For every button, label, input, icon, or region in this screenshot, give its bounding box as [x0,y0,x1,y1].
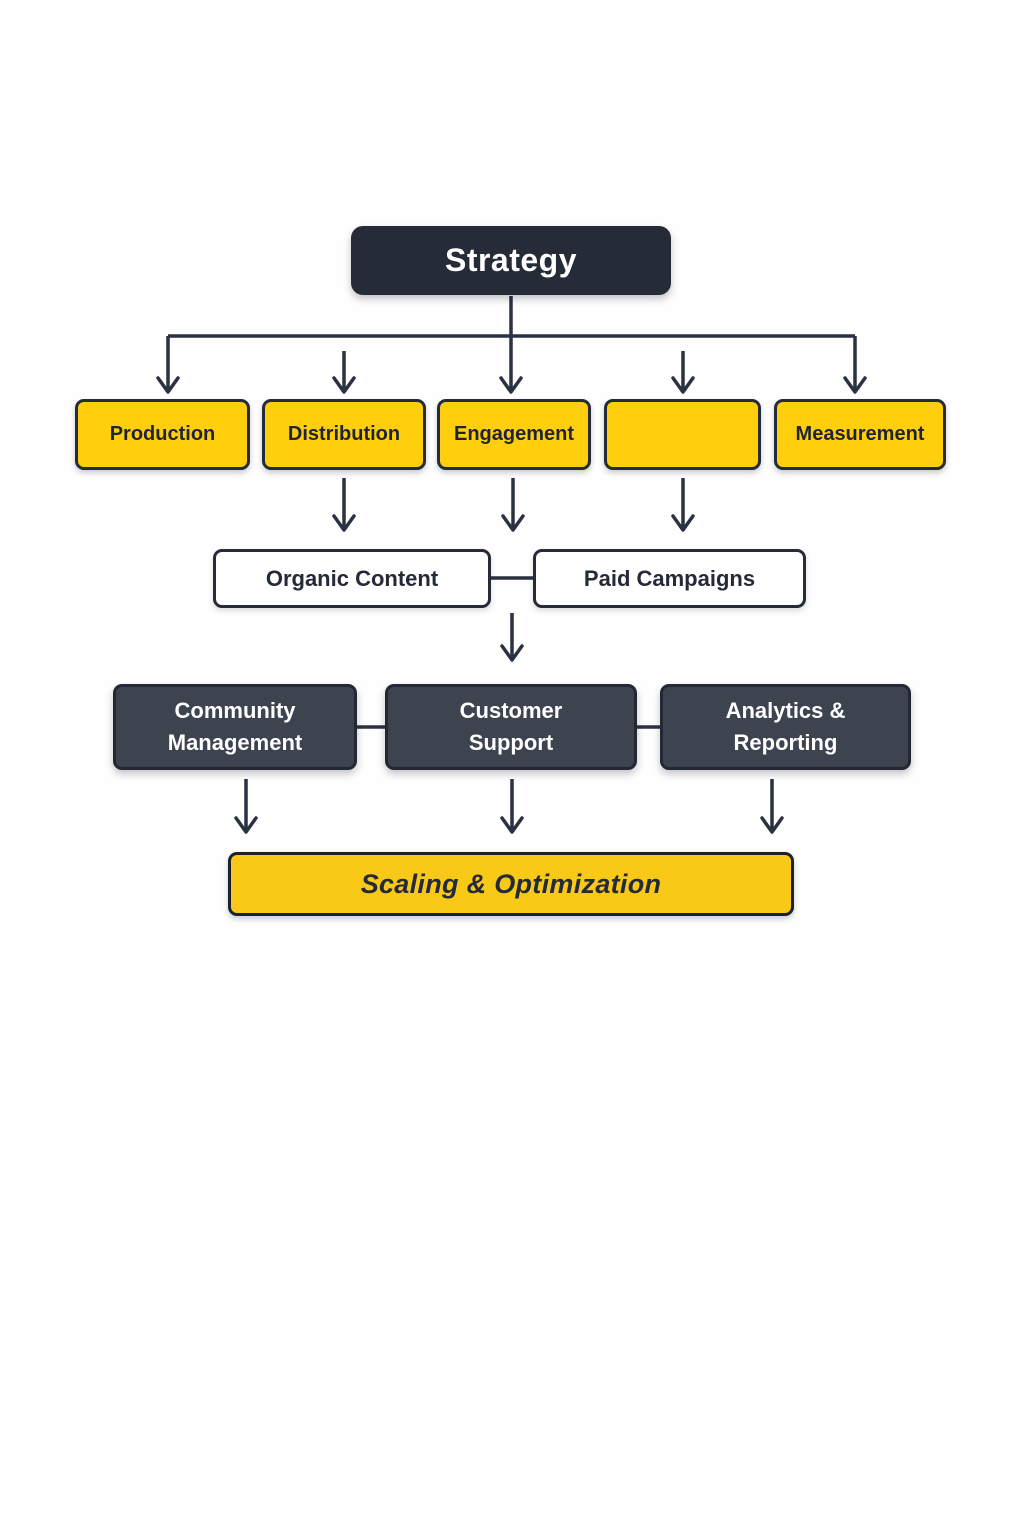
node-analytics-reporting-label: Analytics & Reporting [725,698,846,755]
node-customer-support: Customer Support [385,684,637,770]
node-scaling-optimization: Scaling & Optimization [228,852,794,916]
node-organic-content-label: Organic Content [265,565,439,591]
node-engagement: Engagement [437,399,591,470]
node-strategy-label: Strategy [444,242,578,278]
node-distribution: Distribution [262,399,426,470]
node-production-label: Production [109,423,216,445]
node-strategy: Strategy [351,226,671,295]
node-engagement-label: Engagement [453,423,575,445]
node-measurement: Measurement [774,399,946,470]
node-production: Production [75,399,250,470]
connector-lines [156,296,867,834]
node-community-management: Community Management [113,684,357,770]
node-organic-content: Organic Content [213,549,491,608]
node-customer-support-label: Customer Support [459,698,563,755]
node-blank-pillar [604,399,761,470]
node-paid-campaigns-label: Paid Campaigns [583,565,756,591]
node-paid-campaigns: Paid Campaigns [533,549,806,608]
node-distribution-label: Distribution [287,423,401,445]
node-measurement-label: Measurement [795,423,925,445]
node-community-management-label: Community Management [167,698,303,755]
node-analytics-reporting: Analytics & Reporting [660,684,911,770]
node-scaling-optimization-label: Scaling & Optimization [360,868,662,899]
